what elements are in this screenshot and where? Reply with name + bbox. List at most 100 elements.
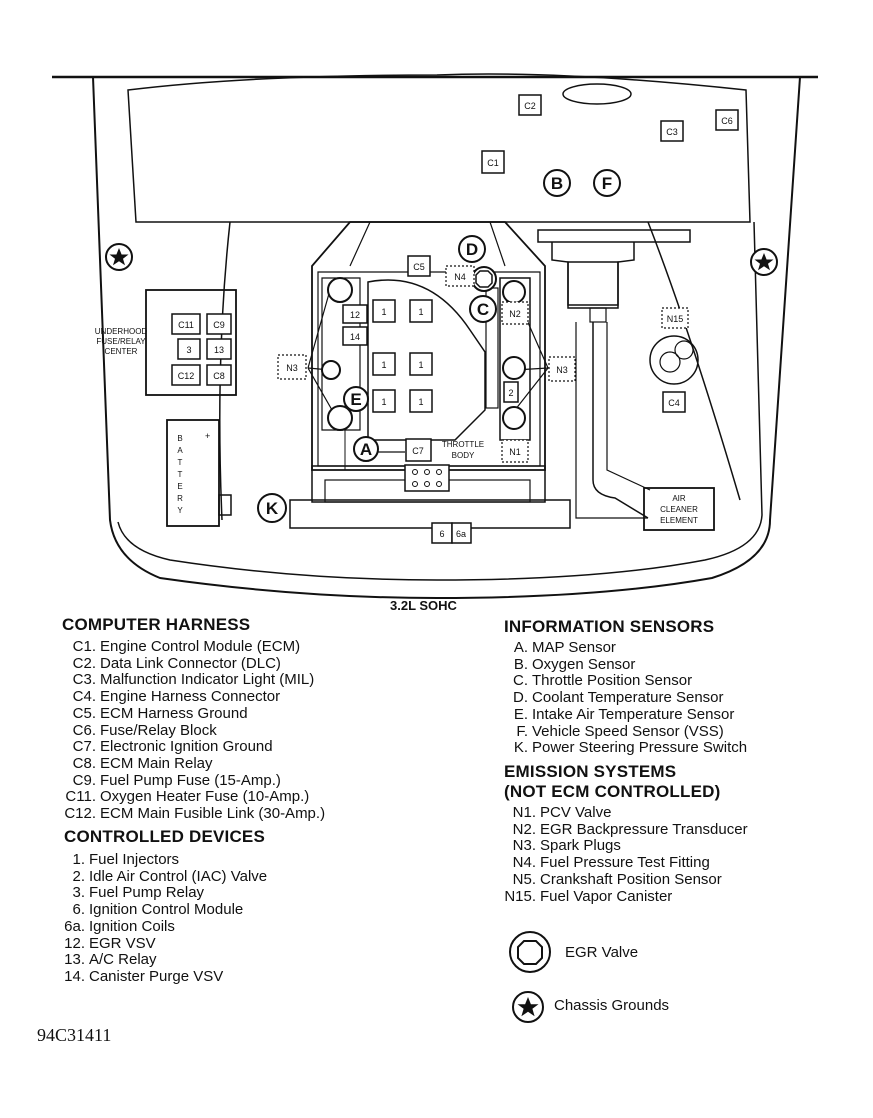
list-item-key: 1. [72, 851, 85, 868]
list-item-key: A. [513, 639, 528, 656]
list-item-text: Engine Harness Connector [100, 688, 281, 706]
svg-text:CLEANER: CLEANER [660, 505, 698, 514]
fuse-relay-center-label: UNDERHOOD FUSE/RELAY CENTER [95, 327, 148, 356]
emission-systems-title: EMISSION SYSTEMS [504, 762, 677, 781]
list-item-key: C2. [72, 654, 96, 672]
list-item: B.Oxygen Sensor [498, 655, 747, 674]
svg-text:B: B [177, 434, 182, 443]
sensor-d-label: D [466, 240, 478, 259]
list-item: 14.Canister Purge VSV [55, 967, 267, 986]
svg-text:A: A [177, 446, 183, 455]
list-item-key: 6a. [64, 917, 85, 935]
device-13-label: 13 [214, 345, 224, 355]
list-item-key: C5. [72, 704, 96, 722]
connector-c11-label: C11 [178, 320, 194, 330]
list-item-key: N4. [512, 854, 536, 872]
connector-c5-label: C5 [413, 262, 425, 272]
list-item: 3.Fuel Pump Relay [55, 885, 267, 902]
list-item-text: Fuse/Relay Block [100, 721, 217, 739]
list-item-text: ECM Harness Ground [100, 704, 248, 722]
connector-c7-label: C7 [412, 446, 424, 456]
controlled-devices-title: CONTROLLED DEVICES [64, 827, 266, 846]
connector-c9-label: C9 [213, 320, 225, 330]
list-item: K.Power Steering Pressure Switch [498, 740, 747, 757]
connector-c4-label: C4 [668, 398, 680, 408]
list-item: C11.Oxygen Heater Fuse (10-Amp.) [58, 789, 325, 806]
list-item: 1.Fuel Injectors [55, 851, 267, 869]
svg-text:AIR: AIR [672, 494, 686, 503]
list-item-text: Fuel Vapor Canister [540, 887, 673, 905]
list-item-key: C1. [72, 638, 96, 655]
emission-n2-label: N2 [509, 309, 521, 319]
list-item-text: Fuel Pump Fuse (15-Amp.) [100, 771, 281, 789]
air-cleaner-label: AIR CLEANER ELEMENT [660, 494, 698, 525]
list-item-text: EGR Backpressure Transducer [540, 820, 748, 838]
list-item-text: Data Link Connector (DLC) [100, 654, 281, 672]
list-item-text: Ignition Control Module [89, 901, 244, 919]
list-item-text: ECM Main Relay [100, 754, 213, 772]
list-item-key: N1. [512, 804, 536, 821]
list-item-key: 14. [64, 967, 85, 985]
list-item: N4.Fuel Pressure Test Fitting [498, 854, 748, 872]
list-item-key: N15. [504, 887, 536, 905]
svg-text:FUSE/RELAY: FUSE/RELAY [96, 337, 146, 346]
list-item: C.Throttle Position Sensor [498, 673, 747, 690]
list-item: C12.ECM Main Fusible Link (30-Amp.) [58, 805, 325, 823]
list-item-key: 6. [72, 901, 85, 919]
device-6a-label: 6a [456, 529, 466, 539]
battery-label: B A T T E R Y [177, 434, 183, 515]
list-item-key: C12. [64, 805, 96, 823]
list-item: 6a.Ignition Coils [55, 917, 267, 936]
computer-harness-title: COMPUTER HARNESS [62, 615, 251, 634]
list-item-text: Oxygen Sensor [532, 655, 636, 673]
list-item-text: Oxygen Heater Fuse (10-Amp.) [100, 788, 310, 806]
list-item-text: Intake Air Temperature Sensor [532, 705, 735, 723]
injector-label: 1 [381, 397, 386, 407]
connector-c3-label: C3 [666, 127, 678, 137]
list-item-text: Throttle Position Sensor [532, 672, 693, 690]
list-item-text: EGR VSV [89, 934, 156, 952]
list-item: N1.PCV Valve [498, 804, 748, 822]
connector-c6-label: C6 [721, 116, 733, 126]
list-item-text: Fuel Pressure Test Fitting [540, 854, 710, 872]
list-item: N15.Fuel Vapor Canister [498, 887, 748, 906]
list-item-text: Malfunction Indicator Light (MIL) [100, 671, 315, 689]
list-item-text: Power Steering Pressure Switch [532, 739, 748, 757]
chassis-ground-left-icon [105, 243, 133, 271]
list-item-key: C. [513, 672, 528, 690]
emission-systems-subtitle: (NOT ECM CONTROLLED) [504, 782, 721, 801]
svg-text:T: T [178, 458, 183, 467]
svg-text:Y: Y [177, 506, 183, 515]
emission-n3-right-label: N3 [556, 365, 568, 375]
list-item-text: Fuel Injectors [89, 851, 180, 868]
list-item-key: 13. [64, 951, 85, 969]
list-item: N5.Crankshaft Position Sensor [498, 871, 748, 889]
list-item-text: Engine Control Module (ECM) [100, 638, 301, 655]
list-item: N3.Spark Plugs [498, 838, 748, 855]
list-item: C2.Data Link Connector (DLC) [58, 654, 325, 673]
list-item-key: K. [513, 739, 528, 757]
list-item: C3.Malfunction Indicator Light (MIL) [58, 672, 325, 689]
list-item-text: MAP Sensor [532, 639, 616, 656]
list-item: 2.Idle Air Control (IAC) Valve [55, 868, 267, 886]
list-item: C8.ECM Main Relay [58, 754, 325, 773]
list-item: C9.Fuel Pump Fuse (15-Amp.) [58, 771, 325, 790]
connector-c12-label: C12 [178, 371, 195, 381]
list-item-text: Canister Purge VSV [89, 967, 224, 985]
injector-label: 1 [381, 307, 386, 317]
sensor-a-label: A [360, 440, 372, 459]
list-item: N2.EGR Backpressure Transducer [498, 820, 748, 839]
list-item-key: F. [516, 722, 528, 740]
figure-id: 94C31411 [37, 1025, 112, 1045]
list-item: F.Vehicle Speed Sensor (VSS) [498, 722, 747, 741]
emission-n15-label: N15 [667, 314, 684, 324]
svg-text:R: R [177, 494, 183, 503]
list-item-key: C9. [72, 771, 96, 789]
list-item: D.Coolant Temperature Sensor [498, 689, 747, 707]
connector-c1-label: C1 [487, 158, 499, 168]
device-14-label: 14 [350, 332, 360, 342]
legend-chassis-ground-icon [512, 991, 544, 1023]
legend-chassis-grounds-label: Chassis Grounds [554, 997, 670, 1014]
